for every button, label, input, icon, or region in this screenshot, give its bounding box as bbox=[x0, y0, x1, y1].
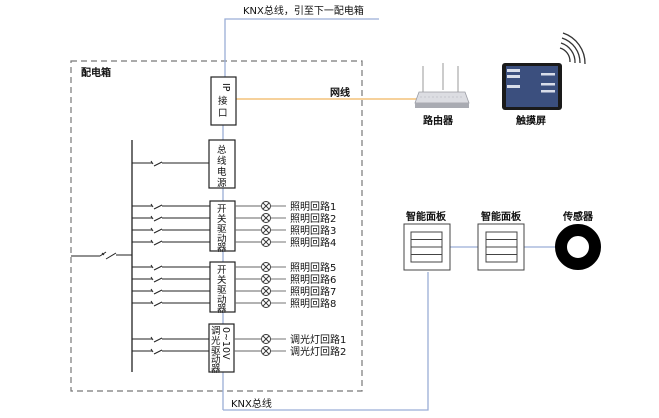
svg-text:接: 接 bbox=[218, 95, 228, 107]
svg-text:器: 器 bbox=[217, 304, 227, 315]
circuit-label: 照明回路4 bbox=[290, 236, 336, 249]
lighting-circuit: 照明回路2 bbox=[235, 212, 336, 225]
breaker-dimmer bbox=[132, 336, 209, 343]
svg-text:光: 光 bbox=[211, 335, 221, 347]
ip-interface-module bbox=[210, 76, 237, 126]
bus-power-module bbox=[208, 139, 236, 189]
knx-bottom-label: KNX总线 bbox=[231, 397, 272, 410]
knx-top-label: KNX总线，引至下一配电箱 bbox=[243, 4, 364, 17]
smart-panel-1-icon bbox=[403, 223, 451, 271]
svg-text:动: 动 bbox=[211, 355, 221, 366]
lighting-circuit: 照明回路8 bbox=[235, 297, 336, 310]
main-breaker bbox=[71, 251, 132, 260]
ip-interface-text: IP 接 口 bbox=[218, 83, 231, 119]
dimmer-text: 调 光 驱 动 器 0~10V bbox=[211, 326, 231, 375]
switch-actuator-1-text: 开 关 驱 动 器 bbox=[217, 204, 227, 254]
svg-text:调: 调 bbox=[211, 326, 221, 337]
breaker-bus-power bbox=[132, 160, 209, 167]
circuit-label: 照明回路1 bbox=[290, 200, 336, 213]
breaker-circuit bbox=[132, 215, 210, 222]
touchscreen-icon bbox=[502, 32, 586, 110]
svg-text:线: 线 bbox=[217, 155, 227, 167]
bus-power-text: 总 线 电 源 bbox=[217, 144, 227, 189]
circuit-label: 照明回路6 bbox=[290, 273, 336, 286]
smart-panel-2-icon bbox=[477, 223, 525, 271]
switch-actuator-2-text: 开 关 驱 动 器 bbox=[217, 265, 227, 315]
svg-text:动: 动 bbox=[217, 234, 227, 245]
lighting-circuit: 照明回路4 bbox=[235, 236, 336, 249]
svg-text:IP: IP bbox=[220, 83, 231, 92]
breaker-circuit bbox=[132, 276, 210, 283]
breaker-dimmer bbox=[132, 348, 209, 355]
svg-text:驱: 驱 bbox=[217, 224, 227, 235]
distribution-box-label: 配电箱 bbox=[81, 66, 111, 79]
breaker-circuit bbox=[132, 227, 210, 234]
dimmer-module bbox=[208, 323, 235, 373]
circuit-label: 调光灯回路2 bbox=[290, 345, 346, 358]
svg-text:关: 关 bbox=[217, 213, 227, 225]
breaker-circuit bbox=[132, 300, 210, 307]
svg-text:0~10V: 0~10V bbox=[220, 327, 231, 360]
network-cable-label: 网线 bbox=[330, 86, 350, 99]
switch-actuator-2-module bbox=[209, 261, 236, 313]
switch-actuator-1-module bbox=[209, 200, 236, 252]
knx-bus-bottom bbox=[223, 272, 429, 411]
breaker-circuit bbox=[132, 264, 210, 271]
svg-text:动: 动 bbox=[217, 295, 227, 306]
svg-text:源: 源 bbox=[217, 178, 227, 189]
breaker-circuit bbox=[132, 239, 210, 246]
router-label: 路由器 bbox=[423, 114, 454, 127]
distribution-box-border bbox=[70, 60, 363, 392]
lighting-circuit: 照明回路1 bbox=[235, 200, 336, 213]
svg-text:电: 电 bbox=[217, 166, 227, 178]
knx-bus-top bbox=[224, 18, 379, 77]
lighting-circuit: 照明回路5 bbox=[235, 261, 336, 274]
circuit-label: 照明回路3 bbox=[290, 224, 336, 237]
smart-panel-2-label: 智能面板 bbox=[481, 210, 522, 223]
circuit-label: 照明回路2 bbox=[290, 212, 336, 225]
circuit-label: 照明回路8 bbox=[290, 297, 336, 310]
svg-text:开: 开 bbox=[217, 204, 227, 215]
lighting-circuit: 照明回路6 bbox=[235, 273, 336, 286]
svg-text:开: 开 bbox=[217, 265, 227, 276]
lighting-circuit: 照明回路3 bbox=[235, 224, 336, 237]
smart-panel-1-label: 智能面板 bbox=[406, 210, 447, 223]
svg-text:关: 关 bbox=[217, 274, 227, 286]
svg-text:驱: 驱 bbox=[217, 285, 227, 296]
breaker-circuit bbox=[132, 288, 210, 295]
svg-text:口: 口 bbox=[218, 108, 228, 119]
sensor-label: 传感器 bbox=[562, 210, 594, 223]
circuit-label: 调光灯回路1 bbox=[290, 333, 346, 346]
dimming-circuit: 调光灯回路1 bbox=[234, 333, 346, 346]
touchscreen-label: 触摸屏 bbox=[515, 114, 546, 127]
svg-text:总: 总 bbox=[217, 144, 227, 156]
lighting-circuit: 照明回路7 bbox=[235, 285, 336, 298]
sensor-icon bbox=[555, 224, 601, 270]
router-icon bbox=[414, 63, 470, 108]
breaker-circuit bbox=[132, 203, 210, 210]
circuit-label: 照明回路7 bbox=[290, 285, 336, 298]
svg-text:器: 器 bbox=[211, 364, 221, 375]
dimming-circuit: 调光灯回路2 bbox=[234, 345, 346, 358]
svg-text:驱: 驱 bbox=[211, 346, 221, 357]
svg-text:器: 器 bbox=[217, 243, 227, 254]
circuit-label: 照明回路5 bbox=[290, 261, 336, 274]
